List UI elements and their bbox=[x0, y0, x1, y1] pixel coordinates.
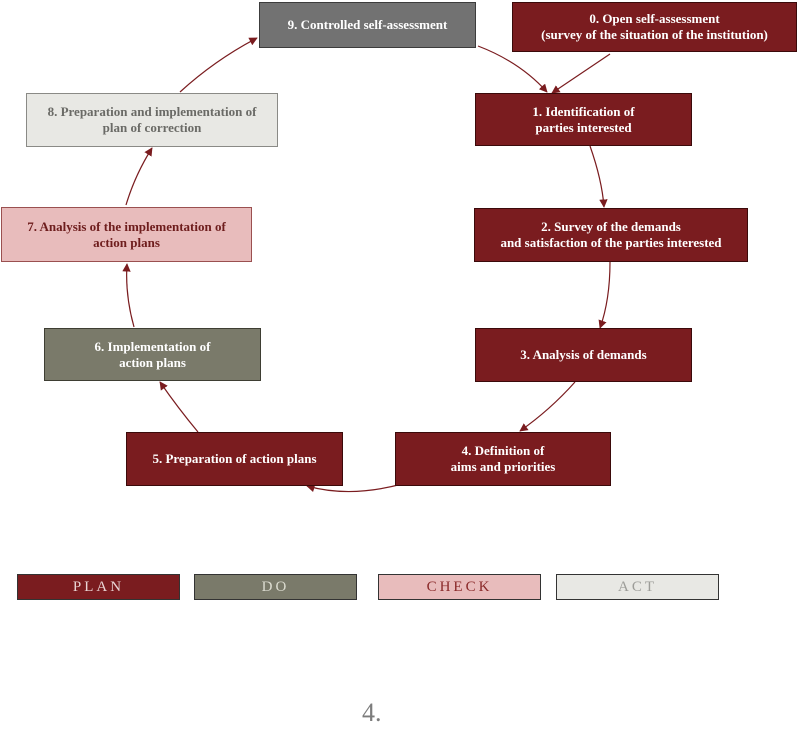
legend-act: ACT bbox=[556, 574, 719, 600]
step-6-implementation: 6. Implementation of action plans bbox=[44, 328, 261, 381]
step-0-open-self-assessment: 0. Open self-assessment (survey of the s… bbox=[512, 2, 797, 52]
step-5-preparation-action-plans: 5. Preparation of action plans bbox=[126, 432, 343, 486]
step-7-line-1: 7. Analysis of the implementation of bbox=[27, 218, 226, 234]
step-3-analysis-demands: 3. Analysis of demands bbox=[475, 328, 692, 382]
step-4-line-2: aims and priorities bbox=[450, 459, 556, 474]
step-1-line-1: 1. Identification of bbox=[532, 103, 635, 119]
legend-do: DO bbox=[194, 574, 357, 600]
step-2-line-2: and satisfaction of the parties interest… bbox=[500, 235, 722, 250]
legend-plan: PLAN bbox=[17, 574, 180, 600]
arrow-9-to-1 bbox=[477, 45, 548, 93]
arrow-7-to-8 bbox=[125, 147, 153, 206]
step-1-identification: 1. Identification of parties interested bbox=[475, 93, 692, 146]
step-7-line-2: action plans bbox=[93, 234, 160, 250]
arrow-8-to-9 bbox=[179, 37, 258, 93]
arrow-6-to-7 bbox=[122, 263, 135, 328]
step-4-definition-aims: 4. Definition of aims and priorities bbox=[395, 432, 611, 486]
step-4-line-1: 4. Definition of bbox=[461, 443, 545, 458]
step-2-survey-demands: 2. Survey of the demands and satisfactio… bbox=[474, 208, 748, 262]
step-1-line-2: parties interested bbox=[535, 119, 632, 135]
step-5-line-1: 5. Preparation of action plans bbox=[152, 451, 317, 466]
step-9-controlled-self-assessment: 9. Controlled self-assessment bbox=[259, 2, 476, 48]
step-8-line-1: 8. Preparation and implementation of bbox=[47, 104, 257, 119]
arrow-1-to-2 bbox=[589, 145, 608, 208]
step-6-line-2: action plans bbox=[119, 354, 186, 370]
step-8-preparation-correction: 8. Preparation and implementation of pla… bbox=[26, 93, 278, 147]
step-0-line-2: (survey of the situation of the institut… bbox=[541, 27, 768, 42]
step-8-line-2: plan of correction bbox=[102, 120, 202, 135]
step-7-analysis-implementation: 7. Analysis of the implementation of act… bbox=[1, 207, 252, 262]
step-3-line-1: 3. Analysis of demands bbox=[520, 347, 647, 362]
legend-check: CHECK bbox=[378, 574, 541, 600]
arrow-5-to-6 bbox=[159, 381, 199, 433]
step-2-line-1: 2. Survey of the demands bbox=[541, 219, 681, 234]
arrow-0-to-1 bbox=[551, 53, 611, 94]
step-9-line-1: 9. Controlled self-assessment bbox=[287, 17, 448, 32]
page-number: 4. bbox=[362, 698, 382, 727]
arrow-3-to-4 bbox=[519, 381, 576, 432]
arrow-2-to-3 bbox=[598, 261, 611, 329]
step-6-line-1: 6. Implementation of bbox=[94, 338, 211, 354]
step-0-line-1: 0. Open self-assessment bbox=[589, 11, 720, 26]
